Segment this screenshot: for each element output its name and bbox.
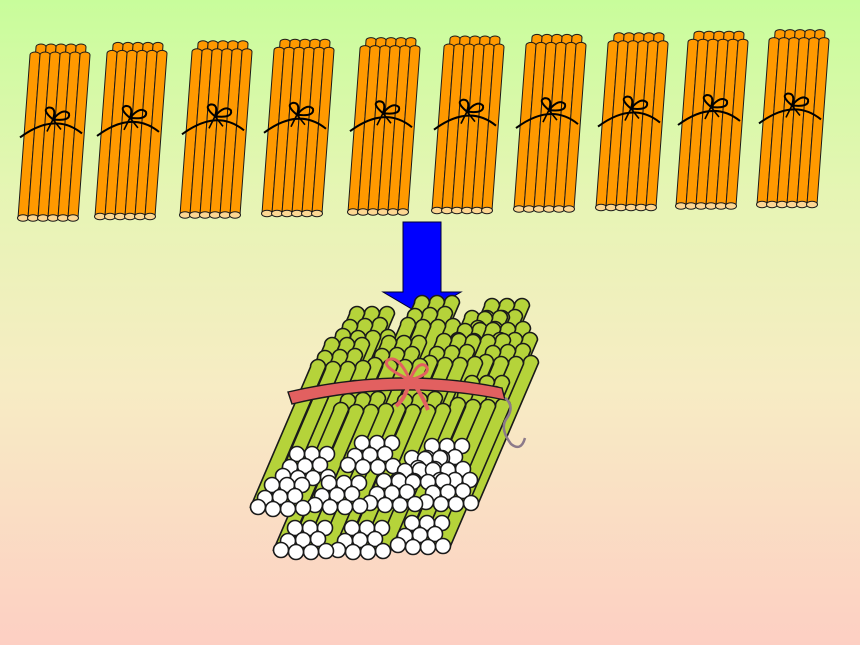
small-bundles-row: [17, 29, 830, 222]
orange-stick-bundle-icon: [431, 35, 505, 215]
orange-stick-bundle-icon: [756, 29, 830, 209]
orange-stick-bundle-icon: [347, 37, 421, 216]
orange-stick-bundle-icon: [17, 43, 91, 222]
orange-stick-bundle-icon: [94, 41, 168, 221]
green-stick-big-bundle-icon: [249, 294, 540, 561]
orange-stick-bundle-icon: [179, 40, 253, 219]
orange-stick-bundle-icon: [261, 38, 335, 218]
orange-stick-bundle-icon: [675, 30, 749, 210]
orange-stick-bundle-icon: [595, 32, 669, 212]
orange-stick-bundle-icon: [513, 33, 587, 213]
